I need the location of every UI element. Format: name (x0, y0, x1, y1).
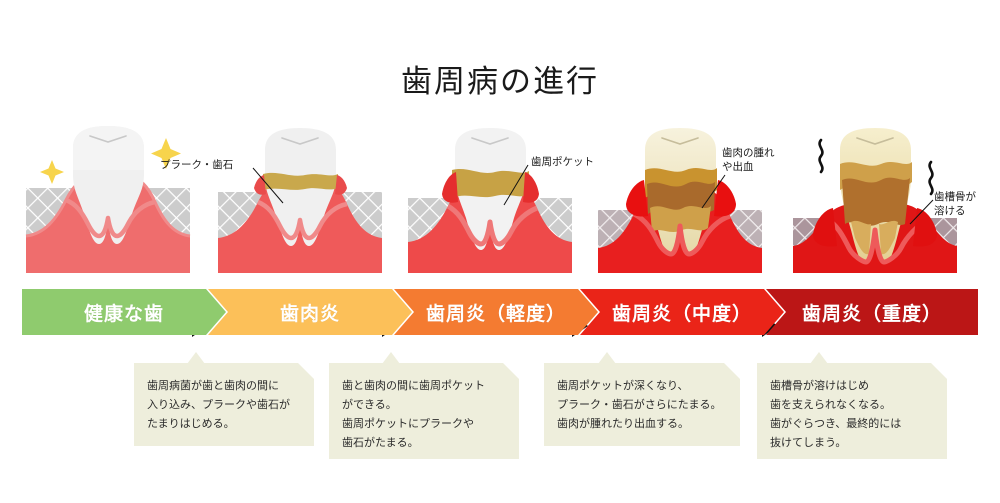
annotation-gum-swelling: 歯肉の腫れ や出血 (722, 147, 775, 174)
tooth-illustration-periodontitis-mild (400, 118, 580, 283)
annotation-plaque-tartar: プラーク・歯石 (160, 159, 234, 171)
tooth-illustration-gingivitis (210, 118, 390, 283)
stage-chip-label: 歯周炎（重度） (801, 303, 942, 325)
stage-chip-periodontitis-mild[interactable]: 歯周炎（軽度） (394, 289, 598, 335)
page-title: 歯周病の進行 (401, 64, 599, 99)
tooth-svg-periodontitis-mild (408, 128, 572, 273)
tooth-illustration-periodontitis-moderate (590, 118, 770, 283)
stage-chip-periodontitis-moderate[interactable]: 歯周炎（中度） (580, 289, 784, 335)
illustration-strip (0, 118, 1000, 337)
stage-chip-label: 健康な歯 (83, 303, 164, 325)
tooth-illustration-healthy (18, 118, 198, 283)
stage-chip-periodontitis-severe[interactable]: 歯周炎（重度） (766, 289, 978, 335)
annotation-periodontal-pocket: 歯周ポケット (531, 156, 594, 168)
tooth-svg-gingivitis (218, 128, 382, 273)
stage-chip-label: 歯周炎（軽度） (425, 303, 566, 325)
stage-chip-healthy[interactable]: 健康な歯 (22, 289, 226, 335)
stage-chip-gingivitis[interactable]: 歯肉炎 (208, 289, 412, 335)
tartar-band (452, 169, 529, 198)
description-box-gingivitis: 歯周病菌が歯と歯肉の間に 入り込み、プラークや歯石が たまりはじめる。 (134, 363, 314, 446)
shake-marks-icon (818, 138, 934, 196)
description-box-periodontitis-severe: 歯槽骨が溶けはじめ 歯を支えられなくなる。 歯がぐらつき、最終的には 抜けてしま… (757, 363, 947, 459)
desc-stem-1 (187, 352, 205, 364)
desc-stem-3 (598, 352, 616, 364)
description-box-periodontitis-moderate: 歯周ポケットが深くなり、 プラーク・歯石がさらにたまる。 歯肉が腫れたり出血する… (544, 363, 740, 446)
tooth-svg-healthy (25, 126, 191, 273)
desc-stem-2 (382, 352, 400, 364)
tartar-band-lower (650, 206, 711, 232)
tartar-band-deep (842, 177, 910, 226)
tooth-svg-periodontitis-moderate (598, 128, 762, 273)
tartar-band-deep (647, 181, 715, 214)
stage-band: 健康な歯 歯肉炎 歯周炎（軽度） 歯周炎（中度） 歯周炎（重度） (22, 289, 978, 335)
sparkle-icon (40, 138, 181, 184)
desc-stem-4 (810, 352, 828, 364)
annotation-bone-loss: 歯槽骨が 溶ける (934, 191, 976, 218)
stage-chip-label: 歯肉炎 (279, 303, 340, 325)
description-box-periodontitis-mild: 歯と歯肉の間に歯周ポケット ができる。 歯周ポケットにプラークや 歯石がたまる。 (329, 363, 519, 459)
stage-chip-label: 歯周炎（中度） (611, 303, 752, 325)
